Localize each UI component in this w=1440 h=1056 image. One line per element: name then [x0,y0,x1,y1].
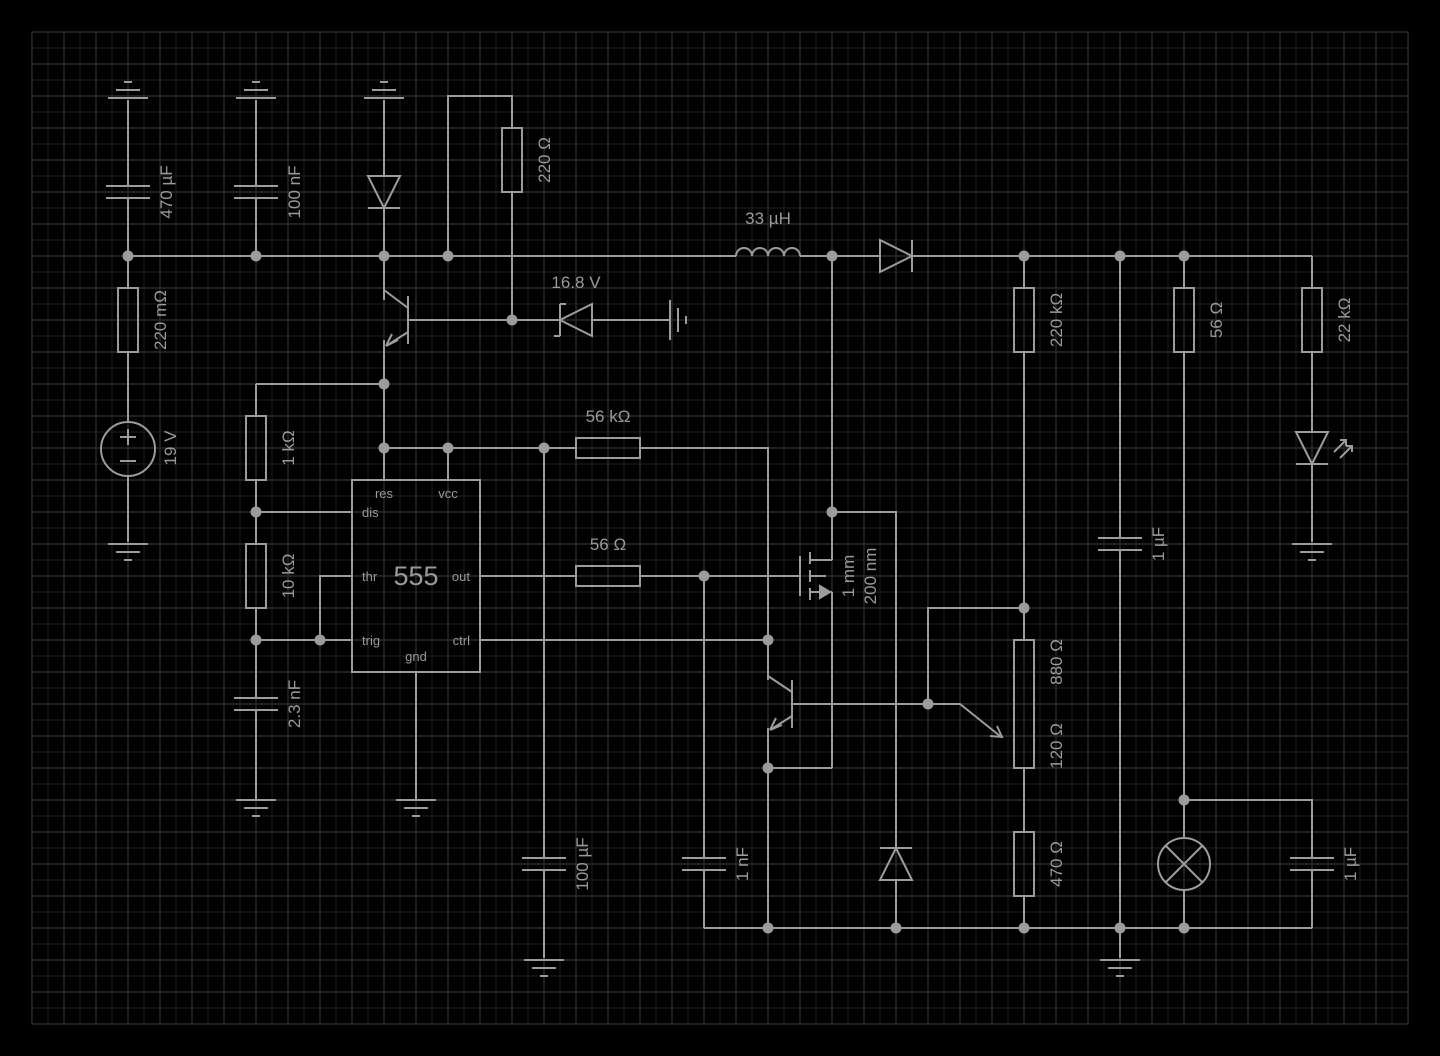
diode-icon [879,238,915,274]
label-c-timing: 2.3 nF [285,680,304,728]
ground-icon [364,81,404,99]
ic-555: 555 res vcc dis thr out trig ctrl gnd [351,479,481,673]
label-r56b: 56 Ω [1207,302,1226,338]
label-r10k: 10 kΩ [279,554,298,599]
label-c-bulk: 100 µF [573,837,592,890]
label-r-top: 220 Ω [535,137,554,183]
potentiometer-icon [1013,639,1035,769]
pin-out: out [452,569,470,584]
ground-icon [108,543,148,561]
capacitor-icon [234,185,278,199]
ground-icon [108,81,148,99]
resistor-icon [575,565,641,587]
mosfet-icon [799,552,832,600]
pin-dis: dis [362,505,379,520]
capacitor-icon [106,185,150,199]
label-r56: 56 Ω [590,535,626,554]
resistor-icon [575,437,641,459]
label-inductor: 33 µH [745,209,791,228]
resistor-icon [1301,287,1323,353]
label-r56k: 56 kΩ [586,407,631,426]
resistor-icon [245,415,267,481]
pin-vcc: vcc [438,486,458,501]
wiper-arrow-icon [989,725,1004,739]
npn-transistor-icon [767,675,793,731]
resistor-icon [501,127,523,193]
capacitor-icon [522,857,566,871]
label-r1k: 1 kΩ [279,430,298,465]
voltage-source-icon [100,421,156,477]
label-c-1u-a: 1 µF [1149,527,1168,561]
ground-icon [236,81,276,99]
label-c2: 100 nF [285,166,304,219]
label-c-1u-b: 1 µF [1341,847,1360,881]
component-labels: 33 µH 16.8 V 56 kΩ 56 Ω 470 µF 100 nF 22… [151,137,1360,891]
capacitor-icon [682,857,726,871]
label-r220k: 220 kΩ [1047,293,1066,347]
lamp-icon [1157,837,1211,891]
label-pot-bottom: 120 Ω [1047,723,1066,769]
zener-diode-icon [554,302,593,338]
ground-icon [669,300,687,340]
label-c-1n: 1 nF [733,847,752,881]
background-grid [31,31,1409,1025]
resistor-icon [1013,287,1035,353]
label-r-shunt: 220 mΩ [151,290,170,350]
pin-thr: thr [362,569,378,584]
capacitor-icon [1098,537,1142,551]
pin-trig: trig [362,633,380,648]
wires [127,95,1313,958]
pin-ctrl: ctrl [453,633,470,648]
ground-icon [1292,543,1332,561]
ground-symbols [108,81,1332,977]
label-pot-top: 880 Ω [1047,639,1066,685]
capacitor-icon [234,697,278,711]
label-zener: 16.8 V [551,273,601,292]
label-mosfet-w: 1 mm [839,555,858,598]
label-mosfet-l: 200 nm [861,548,880,605]
label-r22k: 22 kΩ [1335,298,1354,343]
label-c1: 470 µF [157,165,176,218]
led-icon [1294,431,1353,467]
diode-icon [366,175,402,211]
junctions [122,250,1190,934]
label-source: 19 V [161,430,180,466]
ground-icon [1100,959,1140,977]
resistor-icon [117,287,139,353]
pin-res: res [375,486,394,501]
capacitors [106,185,1334,871]
resistor-icon [1173,287,1195,353]
label-r470: 470 Ω [1047,841,1066,887]
ground-icon [524,959,564,977]
capacitor-icon [1290,857,1334,871]
ic-name: 555 [393,561,438,591]
pin-gnd: gnd [405,649,427,664]
inductor-icon [735,247,801,257]
pnp-transistor-icon [383,289,409,347]
resistor-icon [245,543,267,609]
diode-icon [878,845,914,881]
ground-icon [396,799,436,817]
resistor-icon [1013,831,1035,897]
resistors [117,127,1323,897]
ground-icon [236,799,276,817]
